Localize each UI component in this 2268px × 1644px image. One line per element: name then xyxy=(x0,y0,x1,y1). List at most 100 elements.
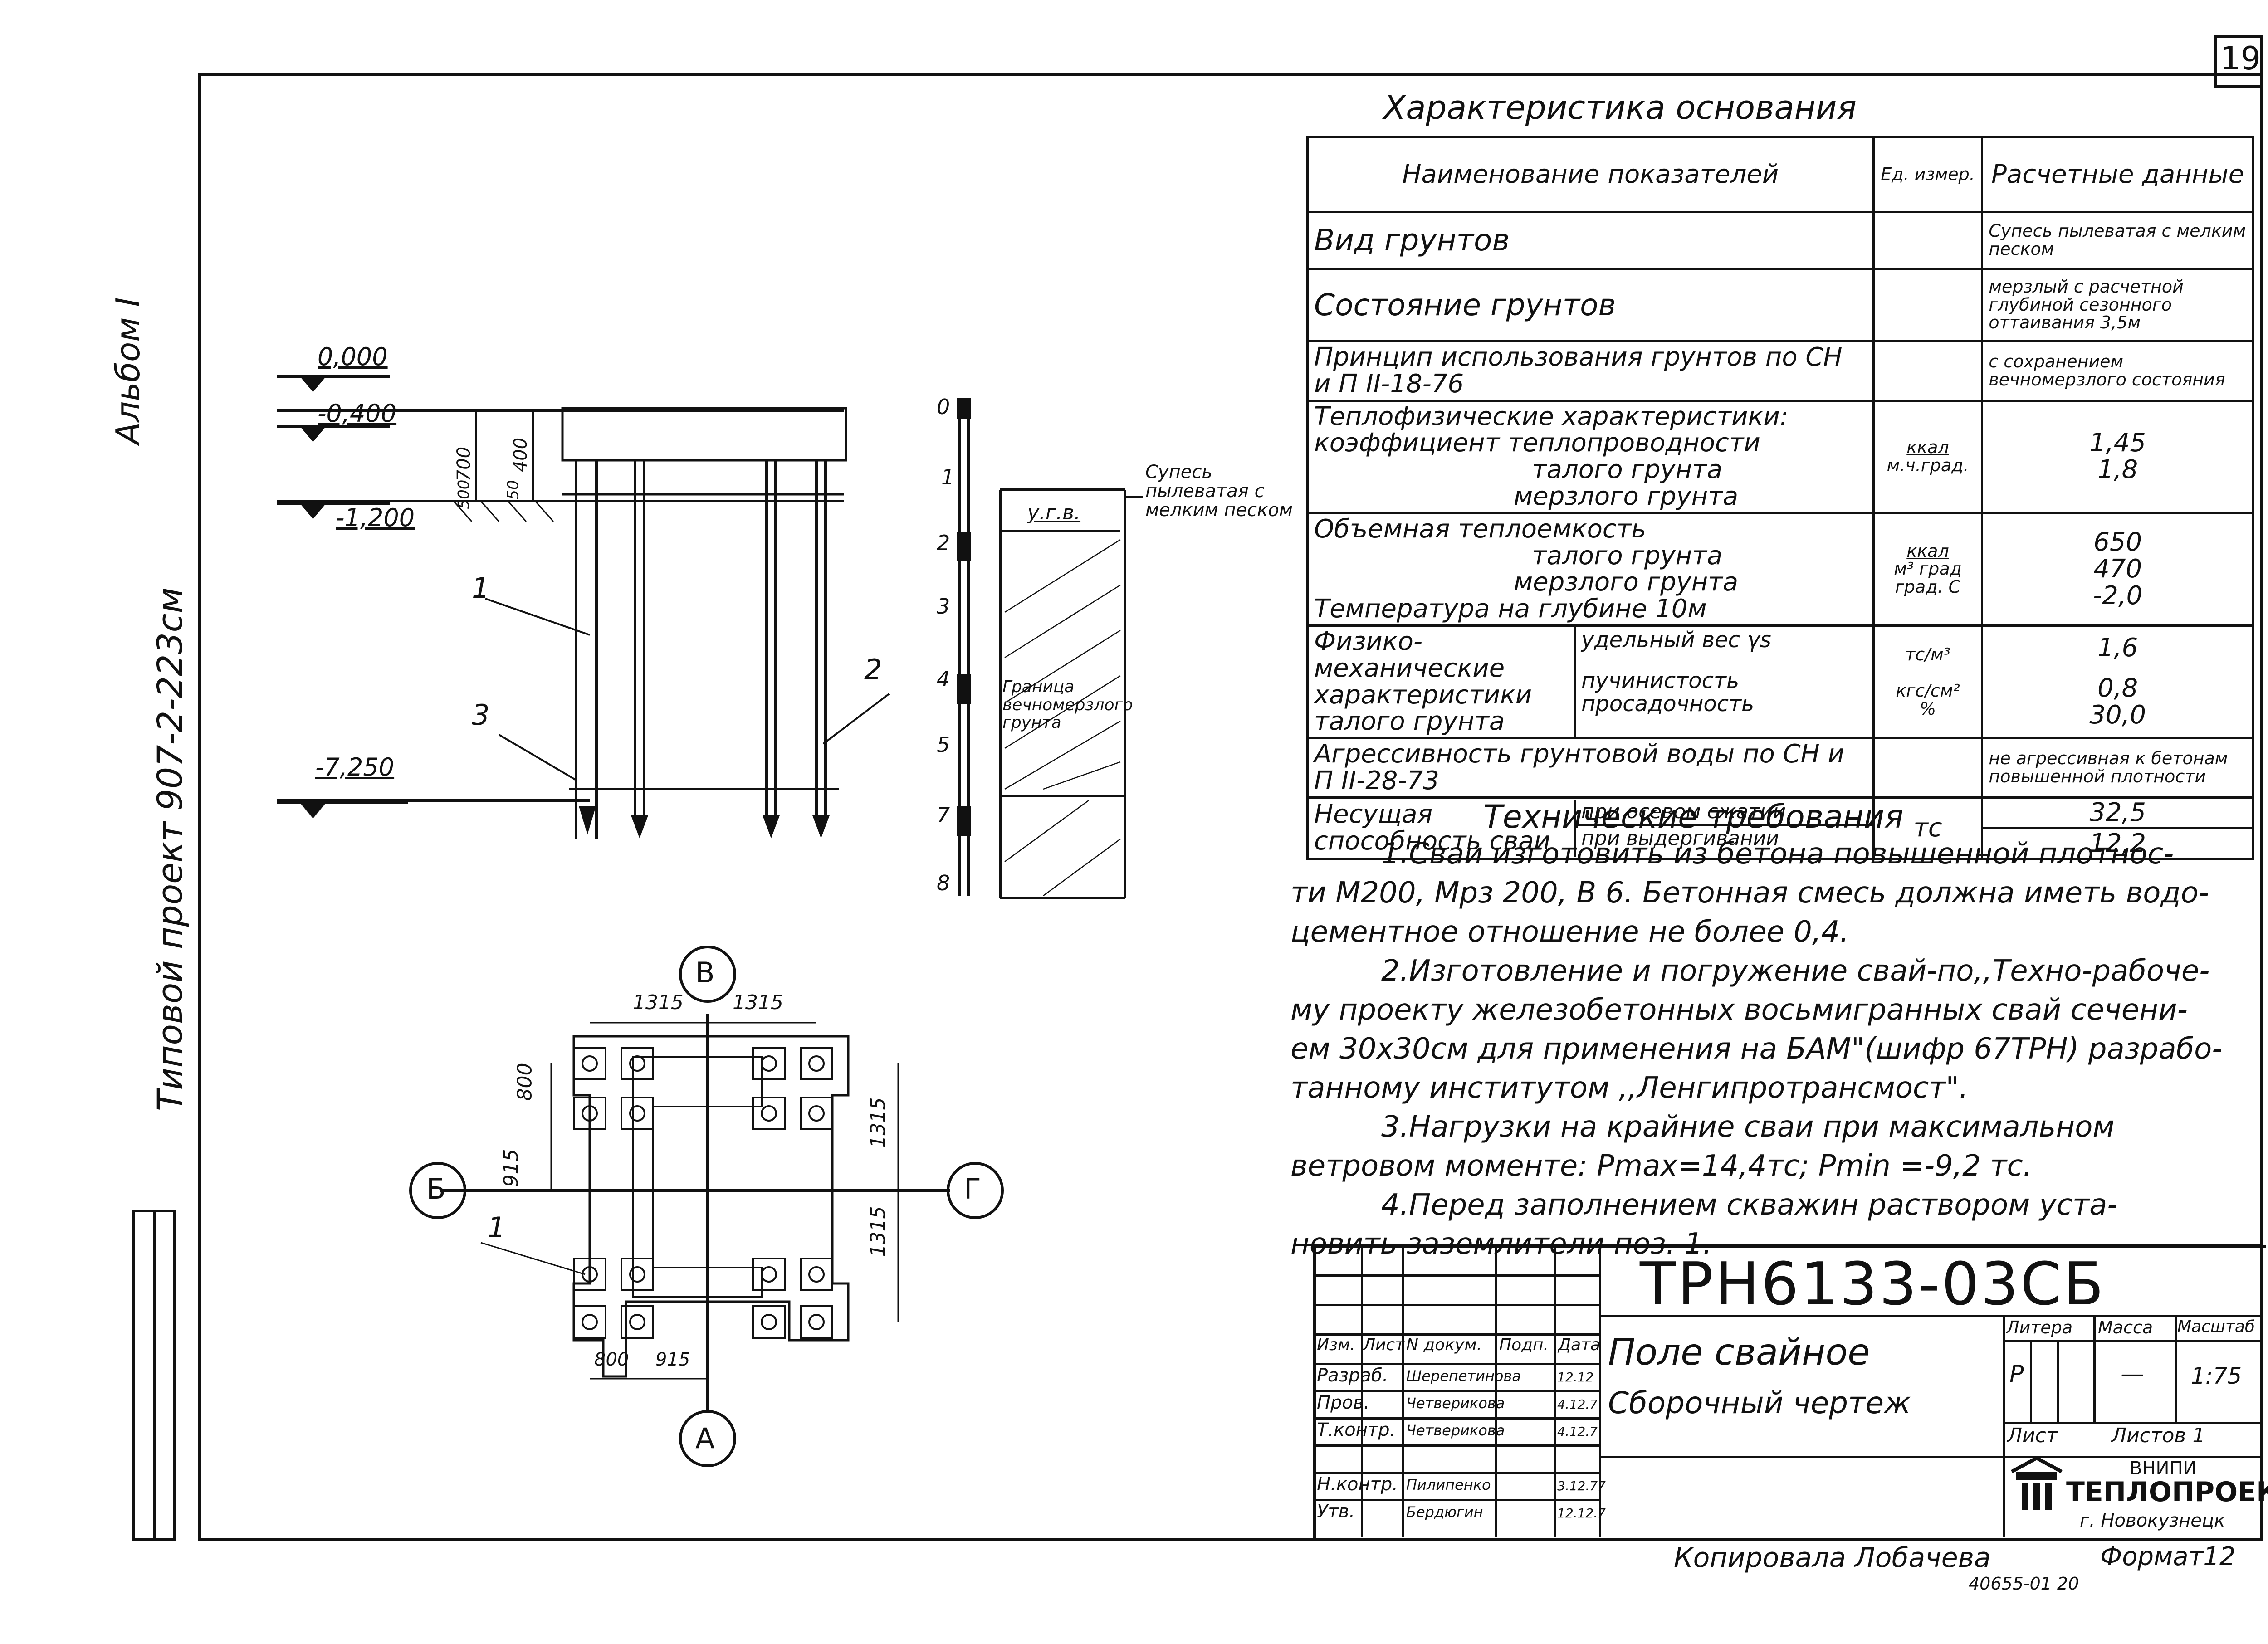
requirements-title: Технические требования xyxy=(1483,798,1904,835)
drawing-name-1: Поле свайное xyxy=(1608,1331,1870,1373)
req-line: новить заземлители поз. 1. xyxy=(1290,1227,1712,1261)
physical-sub-3: просадочность xyxy=(1581,691,1755,717)
scale-value: 1:75 xyxy=(2191,1363,2242,1389)
req-line: 4.Перед заполнением скважин раствором ус… xyxy=(1381,1188,2118,1222)
volume-name-3: мерзлого грунта xyxy=(1514,567,1739,597)
col-izm: Изм. xyxy=(1317,1336,1355,1354)
level-minus-0400: -0,400 xyxy=(318,399,397,428)
thermal-name-1: Теплофизические характеристики: xyxy=(1314,401,1789,431)
axis-g-label: Г xyxy=(964,1172,981,1205)
dim-500: 500 xyxy=(455,479,473,509)
depth-1: 1 xyxy=(941,465,955,489)
copied-by: Копировала Лобачева xyxy=(1674,1542,1991,1574)
person-appr: Бердюгин xyxy=(1406,1503,1483,1521)
depth-5: 5 xyxy=(937,732,950,757)
role-ncontr: Н.контр. xyxy=(1317,1474,1398,1495)
req-line: танному институтом ,,Ленгипротрансмост". xyxy=(1290,1071,1969,1105)
req-line: ветровом моменте: Pmax=14,4тс; Pmin =-9,… xyxy=(1290,1149,2032,1183)
mass-label: Масса xyxy=(2098,1317,2153,1337)
volume-unit-1: ккал xyxy=(1906,541,1949,561)
org-name-2: ТЕПЛОПРОЕКТ xyxy=(2066,1476,2268,1508)
dim-400: 400 xyxy=(510,437,532,473)
row-value: с сохранением вечномерзлого состояния xyxy=(1981,340,2254,402)
person-check: Четверикова xyxy=(1406,1395,1505,1412)
dim-1315-right-a: 1315 xyxy=(866,1097,890,1148)
row-name: Агрессивность грунтовой воды по СН и П I… xyxy=(1306,737,1875,799)
ugv-label: у.г.в. xyxy=(1027,501,1081,524)
depth-3: 3 xyxy=(937,594,950,619)
drawing-name-2: Сборочный чертеж xyxy=(1608,1385,1911,1420)
header-name: Наименование показателей xyxy=(1306,136,1875,213)
litera-value: Р xyxy=(2009,1361,2024,1388)
dim-50: 50 xyxy=(504,480,523,500)
table-header-row: Наименование показателей Ед. измер. Расч… xyxy=(1306,136,2254,213)
volume-name-4: Температура на глубине 10м xyxy=(1314,594,1707,624)
table-row: Физико-механические характеристики талог… xyxy=(1306,624,2254,740)
dim-1315-right-b: 1315 xyxy=(866,1206,890,1257)
litera-label: Литера xyxy=(2006,1317,2073,1337)
person-dev: Шерепетинова xyxy=(1406,1367,1521,1385)
callout-2: 2 xyxy=(864,653,882,686)
role-dev: Разраб. xyxy=(1317,1365,1388,1386)
table-row: Объемная теплоемкость талого грунта мерз… xyxy=(1306,512,2254,627)
pile-section xyxy=(277,375,890,839)
table-row: Принцип использования грунтов по СН и П … xyxy=(1306,340,2254,402)
thermal-unit-1: ккал xyxy=(1906,437,1949,458)
drawing-code: ТРН6133-03СБ xyxy=(1640,1249,2106,1318)
volume-v2: 470 xyxy=(2093,554,2142,584)
physical-sub-2: пучинистость xyxy=(1581,668,1740,694)
characteristics-caption: Характеристика основания xyxy=(1383,88,1857,127)
characteristics-table: Наименование показателей Ед. измер. Расч… xyxy=(1306,136,2254,860)
volume-v1: 650 xyxy=(2093,527,2142,557)
role-appr: Утв. xyxy=(1317,1501,1355,1522)
req-line: 3.Нагрузки на крайние сваи при максималь… xyxy=(1381,1110,2115,1144)
axis-v-label: В xyxy=(695,956,715,989)
table-row: Состояние грунтов мерзлый с расчетной гл… xyxy=(1306,268,2254,342)
requirements-text: 1.Сваи изготовить из бетона повышенной п… xyxy=(1290,834,2261,1263)
physical-unit-1: тс/м³ xyxy=(1905,644,1950,664)
role-check: Пров. xyxy=(1317,1392,1370,1413)
sheet-number-box xyxy=(2214,35,2263,88)
plan-callout-1: 1 xyxy=(488,1211,506,1244)
org-city: г. Новокузнецк xyxy=(2080,1510,2225,1531)
dim-800-left: 800 xyxy=(513,1063,537,1101)
pile-plan xyxy=(409,946,1004,1467)
person-ncontr: Пилипенко xyxy=(1406,1476,1491,1493)
req-line: ти М200, Мрз 200, В 6. Бетонная смесь до… xyxy=(1290,876,2209,910)
physical-unit-3: % xyxy=(1919,698,1936,719)
album-label: Альбом I xyxy=(109,297,147,444)
volume-name-1: Объемная теплоемкость xyxy=(1314,514,1647,544)
volume-v3: -2,0 xyxy=(2093,581,2143,610)
row-value: Супесь пылеватая с мелким песком xyxy=(1981,211,2254,270)
capacity-v1: 32,5 xyxy=(1983,799,2252,829)
row-name: Вид грунтов xyxy=(1306,211,1875,270)
row-value: не агрессивная к бетонам повышенной плот… xyxy=(1981,737,2254,799)
callout-3: 3 xyxy=(472,698,490,732)
thermal-name-3: талого грунта xyxy=(1532,455,1723,485)
axis-b-label: Б xyxy=(426,1172,446,1205)
header-value: Расчетные данные xyxy=(1981,136,2254,213)
col-list: Лист xyxy=(1363,1336,1405,1354)
sheet-frame xyxy=(198,73,2263,1541)
req-line: му проекту железобетонных восьмигранных … xyxy=(1290,993,2188,1027)
volume-unit-2: м³ град xyxy=(1894,559,1962,579)
col-sign: Подп. xyxy=(1499,1336,1549,1354)
date-check: 4.12.7 xyxy=(1557,1397,1598,1412)
table-row: Агрессивность грунтовой воды по СН и П I… xyxy=(1306,737,2254,799)
org-logo-icon xyxy=(2011,1456,2063,1510)
level-minus-1200: -1,200 xyxy=(336,503,415,532)
level-0: 0,000 xyxy=(318,342,388,371)
capacity-sub-1: при осевом сжатии xyxy=(1576,800,1872,827)
date-tcontr: 4.12.7 xyxy=(1557,1424,1598,1439)
depth-2: 2 xyxy=(937,531,950,555)
title-block: ТРН6133-03СБ Поле свайное Сборочный черт… xyxy=(1313,1245,2268,1540)
thermal-v1: 1,45 xyxy=(2089,428,2146,458)
thermal-name-2: коэффициент теплопроводности xyxy=(1314,428,1760,458)
depth-0: 0 xyxy=(937,395,950,419)
depth-8: 8 xyxy=(937,871,950,895)
physical-v3: 30,0 xyxy=(2089,700,2146,730)
level-minus-7250: -7,250 xyxy=(315,753,395,781)
header-unit: Ед. измер. xyxy=(1872,136,1984,213)
stamp-number: 40655-01 20 xyxy=(1969,1574,2079,1594)
